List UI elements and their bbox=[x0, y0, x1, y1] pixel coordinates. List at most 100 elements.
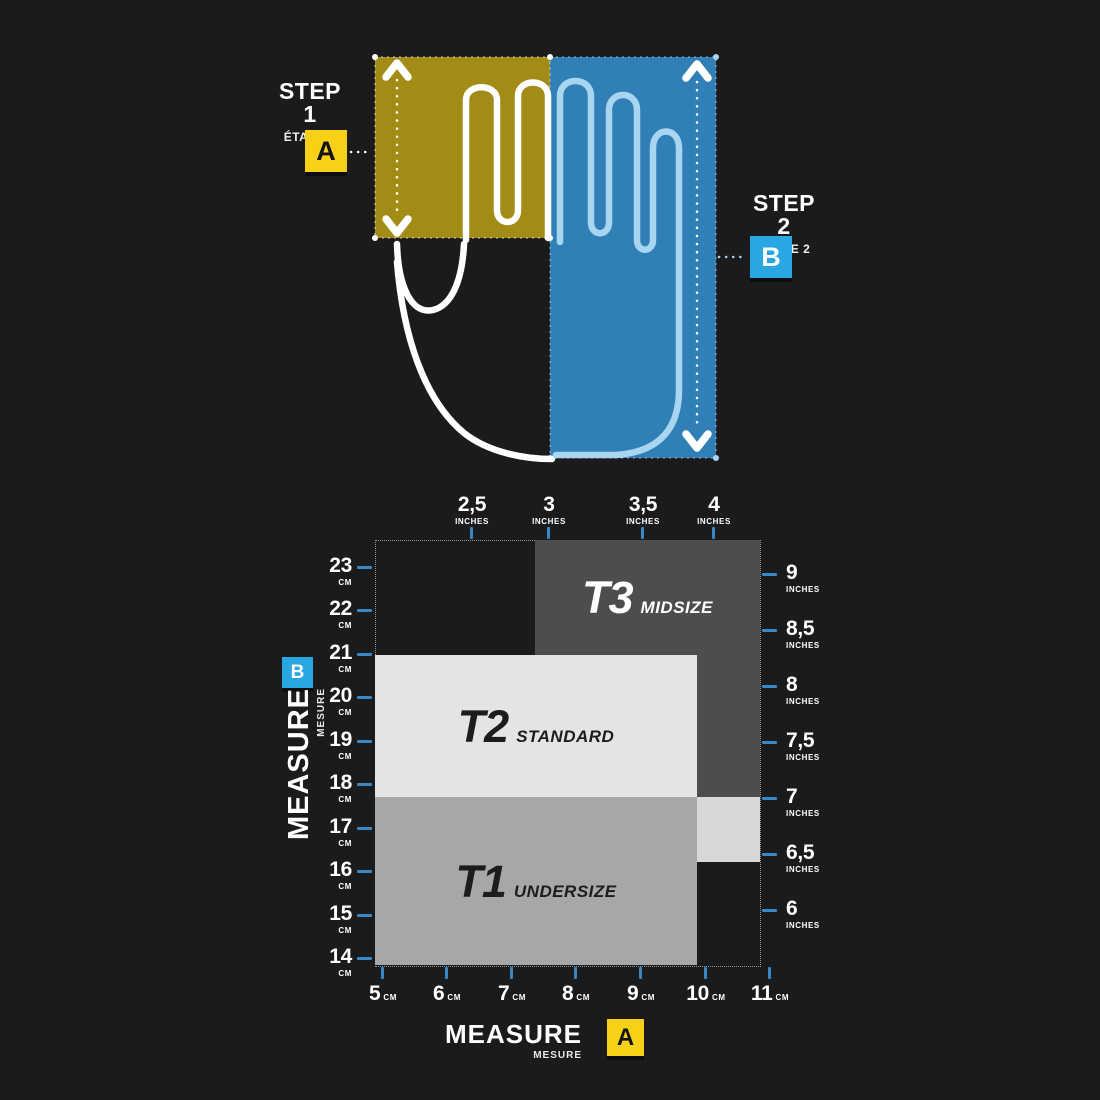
left-axis-label-unit: CM bbox=[338, 969, 352, 978]
measure-a-caption: MEASURE MESURE bbox=[420, 1021, 582, 1061]
measure-a-label: MEASURE bbox=[444, 1019, 582, 1049]
size-label-t1: T1 UNDERSIZE bbox=[375, 797, 697, 965]
top-axis-tick bbox=[641, 527, 644, 539]
right-axis-label-unit: INCHES bbox=[786, 921, 820, 930]
left-axis-label-value: 23 bbox=[329, 554, 352, 577]
bottom-axis-label-unit: CM bbox=[576, 993, 591, 1002]
size-name-t3: MIDSIZE bbox=[640, 598, 713, 617]
bottom-axis-label-unit: CM bbox=[641, 993, 656, 1002]
bottom-axis-label-unit: CM bbox=[512, 993, 527, 1002]
size-region-t1: T1 UNDERSIZE bbox=[375, 797, 697, 965]
right-axis-tick bbox=[762, 685, 777, 688]
size-code-t2: T2 bbox=[457, 700, 510, 752]
right-axis-label-value: 8 bbox=[786, 673, 798, 696]
measure-b-badge-step: B bbox=[750, 236, 792, 278]
top-axis-tick bbox=[712, 527, 715, 539]
top-axis-tick bbox=[547, 527, 550, 539]
hand-outline-blue bbox=[552, 77, 683, 459]
bottom-axis-tick bbox=[445, 967, 448, 979]
right-axis-label-unit: INCHES bbox=[786, 865, 820, 874]
bottom-axis-label-unit: CM bbox=[447, 993, 462, 1002]
hand-outline-white bbox=[393, 79, 556, 463]
left-axis-tick bbox=[357, 783, 372, 786]
right-axis-label-value: 6,5 bbox=[786, 841, 815, 864]
left-axis-label-unit: CM bbox=[338, 926, 352, 935]
measure-b-label: MEASURE bbox=[283, 688, 315, 841]
right-axis-tick bbox=[762, 797, 777, 800]
length-arrow bbox=[682, 60, 712, 452]
left-axis-tick bbox=[357, 914, 372, 917]
bottom-axis-label-value: 5 bbox=[368, 982, 381, 1005]
measure-b-caption: MEASURE MESURE bbox=[283, 688, 327, 841]
left-axis-tick bbox=[357, 827, 372, 830]
right-axis-label-value: 7 bbox=[786, 785, 798, 808]
left-axis-label-unit: CM bbox=[338, 882, 352, 891]
left-axis-label-unit: CM bbox=[338, 578, 352, 587]
measure-b-badge-axis: B bbox=[282, 657, 313, 688]
length-measure-overlay bbox=[549, 56, 717, 459]
right-axis-tick bbox=[762, 909, 777, 912]
right-axis-tick bbox=[762, 629, 777, 632]
measure-a-badge-step: A bbox=[305, 130, 347, 172]
left-axis-tick bbox=[357, 609, 372, 612]
right-axis-label-value: 6 bbox=[786, 897, 798, 920]
right-axis-tick bbox=[762, 741, 777, 744]
top-axis-tick bbox=[470, 527, 473, 539]
size-name-t1: UNDERSIZE bbox=[513, 881, 617, 901]
right-axis-label-unit: INCHES bbox=[786, 585, 820, 594]
bottom-axis-tick bbox=[639, 967, 642, 979]
size-region-t2: T2 STANDARD bbox=[375, 655, 697, 797]
right-axis-label-value: 9 bbox=[786, 561, 798, 584]
left-axis-label-value: 22 bbox=[329, 597, 352, 620]
size-label-t3: T3 MIDSIZE bbox=[535, 540, 760, 655]
left-axis-tick bbox=[357, 653, 372, 656]
left-axis-label-unit: CM bbox=[338, 839, 352, 848]
bottom-axis-label-value: 9 bbox=[626, 982, 639, 1005]
left-axis-label-value: 14 bbox=[329, 945, 352, 968]
size-label-t2: T2 STANDARD bbox=[375, 655, 697, 797]
size-region-t2-extension bbox=[697, 797, 760, 862]
hand-illustration bbox=[349, 54, 746, 463]
right-axis-label-unit: INCHES bbox=[786, 753, 820, 762]
bottom-axis-label-value: 6 bbox=[432, 982, 445, 1005]
right-axis-label-unit: INCHES bbox=[786, 697, 820, 706]
left-axis-label-value: 16 bbox=[329, 858, 352, 881]
size-region-t3-column bbox=[697, 655, 760, 797]
right-axis-tick bbox=[762, 573, 777, 576]
bottom-axis-tick bbox=[704, 967, 707, 979]
step2-title: STEP 2 bbox=[752, 190, 816, 239]
step1-title: STEP 1 bbox=[278, 78, 342, 127]
measure-a-sublabel: MESURE bbox=[533, 1050, 582, 1061]
left-axis-tick bbox=[357, 740, 372, 743]
size-code-t3: T3 bbox=[582, 572, 634, 623]
measure-b-sublabel: MESURE bbox=[316, 688, 327, 737]
left-axis-label-value: 15 bbox=[329, 902, 352, 925]
size-region-t3: T3 MIDSIZE bbox=[535, 540, 760, 655]
bottom-axis-label-value: 7 bbox=[497, 982, 510, 1005]
bottom-axis-tick bbox=[381, 967, 384, 979]
left-axis-tick bbox=[357, 696, 372, 699]
bottom-axis-label-value: 10 bbox=[686, 982, 710, 1005]
bottom-axis-tick bbox=[510, 967, 513, 979]
left-axis-label-unit: CM bbox=[338, 621, 352, 630]
left-axis-tick bbox=[357, 566, 372, 569]
right-axis-tick bbox=[762, 853, 777, 856]
bottom-axis-label-unit: CM bbox=[383, 993, 398, 1002]
